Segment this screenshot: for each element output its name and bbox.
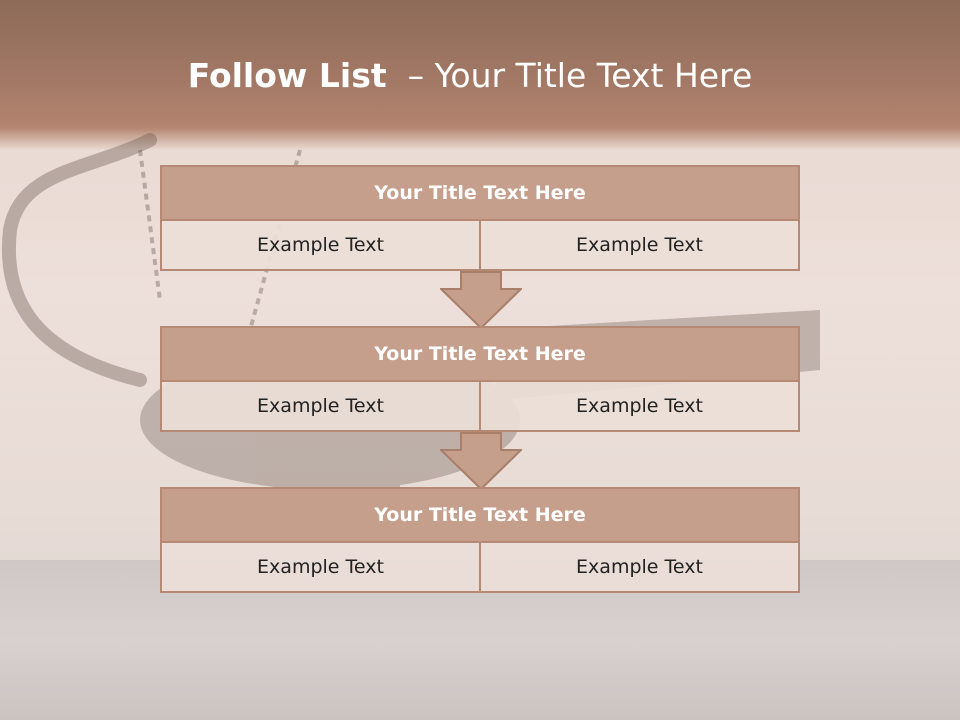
step-row: Example Text Example Text <box>160 221 800 271</box>
step-block-3: Your Title Text Here Example Text Exampl… <box>160 487 800 593</box>
header-band <box>0 0 960 150</box>
step-cell-right: Example Text <box>481 543 800 593</box>
step-cell-left: Example Text <box>160 382 481 432</box>
step-title: Your Title Text Here <box>160 165 800 221</box>
step-row: Example Text Example Text <box>160 382 800 432</box>
title-rest: – Your Title Text Here <box>386 56 753 95</box>
step-block-2: Your Title Text Here Example Text Exampl… <box>160 326 800 432</box>
down-arrow-icon <box>440 432 522 490</box>
step-title: Your Title Text Here <box>160 326 800 382</box>
down-arrow-icon <box>440 271 522 329</box>
title-bold: Follow List <box>187 56 387 95</box>
step-cell-right: Example Text <box>481 382 800 432</box>
step-cell-left: Example Text <box>160 221 481 271</box>
slide-title: Follow List – Your Title Text Here <box>0 56 940 95</box>
step-block-1: Your Title Text Here Example Text Exampl… <box>160 165 800 271</box>
step-cell-right: Example Text <box>481 221 800 271</box>
step-title: Your Title Text Here <box>160 487 800 543</box>
step-cell-left: Example Text <box>160 543 481 593</box>
step-row: Example Text Example Text <box>160 543 800 593</box>
